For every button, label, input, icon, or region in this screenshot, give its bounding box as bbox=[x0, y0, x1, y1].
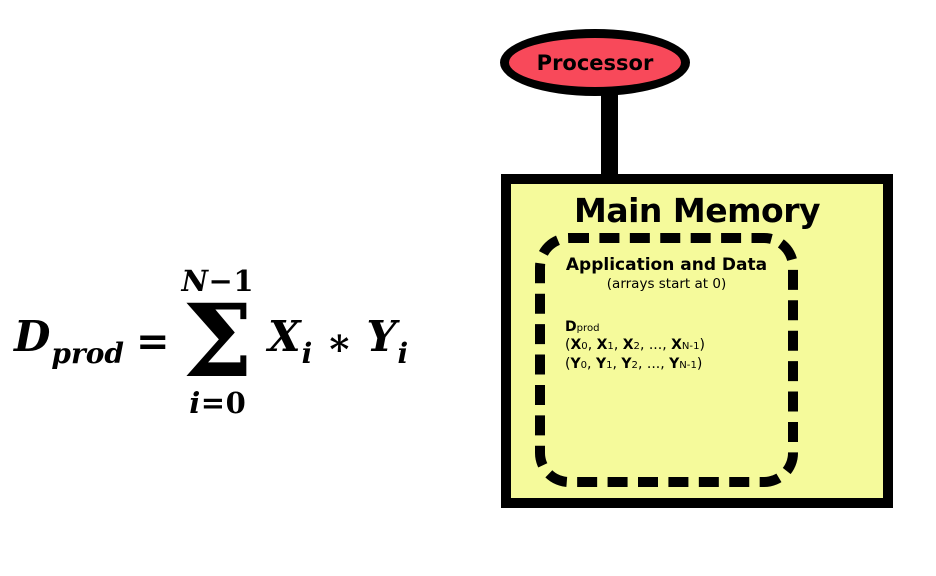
sigma-symbol: Σ bbox=[182, 281, 254, 400]
main-memory-box: Main Memory Application and Data (arrays… bbox=[501, 174, 893, 508]
data-line-y-array: (Y0, Y1, Y2, ..., YN-1) bbox=[565, 355, 703, 372]
processor-label: Processor bbox=[536, 50, 654, 75]
formula-x-symbol: X bbox=[268, 312, 301, 361]
formula-lhs: Dprod bbox=[14, 316, 124, 368]
region-data-block: Dprod (X0, X1, X2, ..., XN-1) (Y0, Y1, Y… bbox=[565, 319, 788, 375]
main-memory-title: Main Memory bbox=[574, 191, 820, 230]
formula-y-subscript: i bbox=[397, 337, 409, 370]
dot-product-formula: Dprod = N−1 Σ i=0 Xi ∗ Yi bbox=[14, 252, 494, 432]
formula-y-symbol: Y bbox=[366, 312, 397, 361]
summation-lower-limit: i=0 bbox=[189, 385, 247, 420]
formula-term-x: Xi bbox=[268, 316, 312, 368]
application-data-region: Application and Data (arrays start at 0)… bbox=[535, 233, 798, 487]
formula-equals-sign: = bbox=[136, 318, 170, 365]
data-line-x-array: (X0, X1, X2, ..., XN-1) bbox=[565, 337, 705, 354]
region-heading: Application and Data bbox=[565, 255, 768, 275]
formula-lhs-subscript: prod bbox=[51, 337, 125, 370]
summation-block: N−1 Σ i=0 bbox=[181, 263, 255, 420]
processor-node: Processor bbox=[500, 29, 690, 96]
formula-lhs-symbol: D bbox=[14, 312, 51, 361]
formula-term-y: Yi bbox=[367, 316, 409, 368]
formula-x-subscript: i bbox=[301, 337, 313, 370]
summation-upper-limit: N−1 bbox=[181, 263, 255, 298]
region-subheading: (arrays start at 0) bbox=[606, 276, 727, 293]
data-line-dprod: Dprod bbox=[565, 318, 600, 335]
multiply-operator: ∗ bbox=[326, 319, 353, 364]
processor-memory-connector bbox=[601, 90, 618, 184]
